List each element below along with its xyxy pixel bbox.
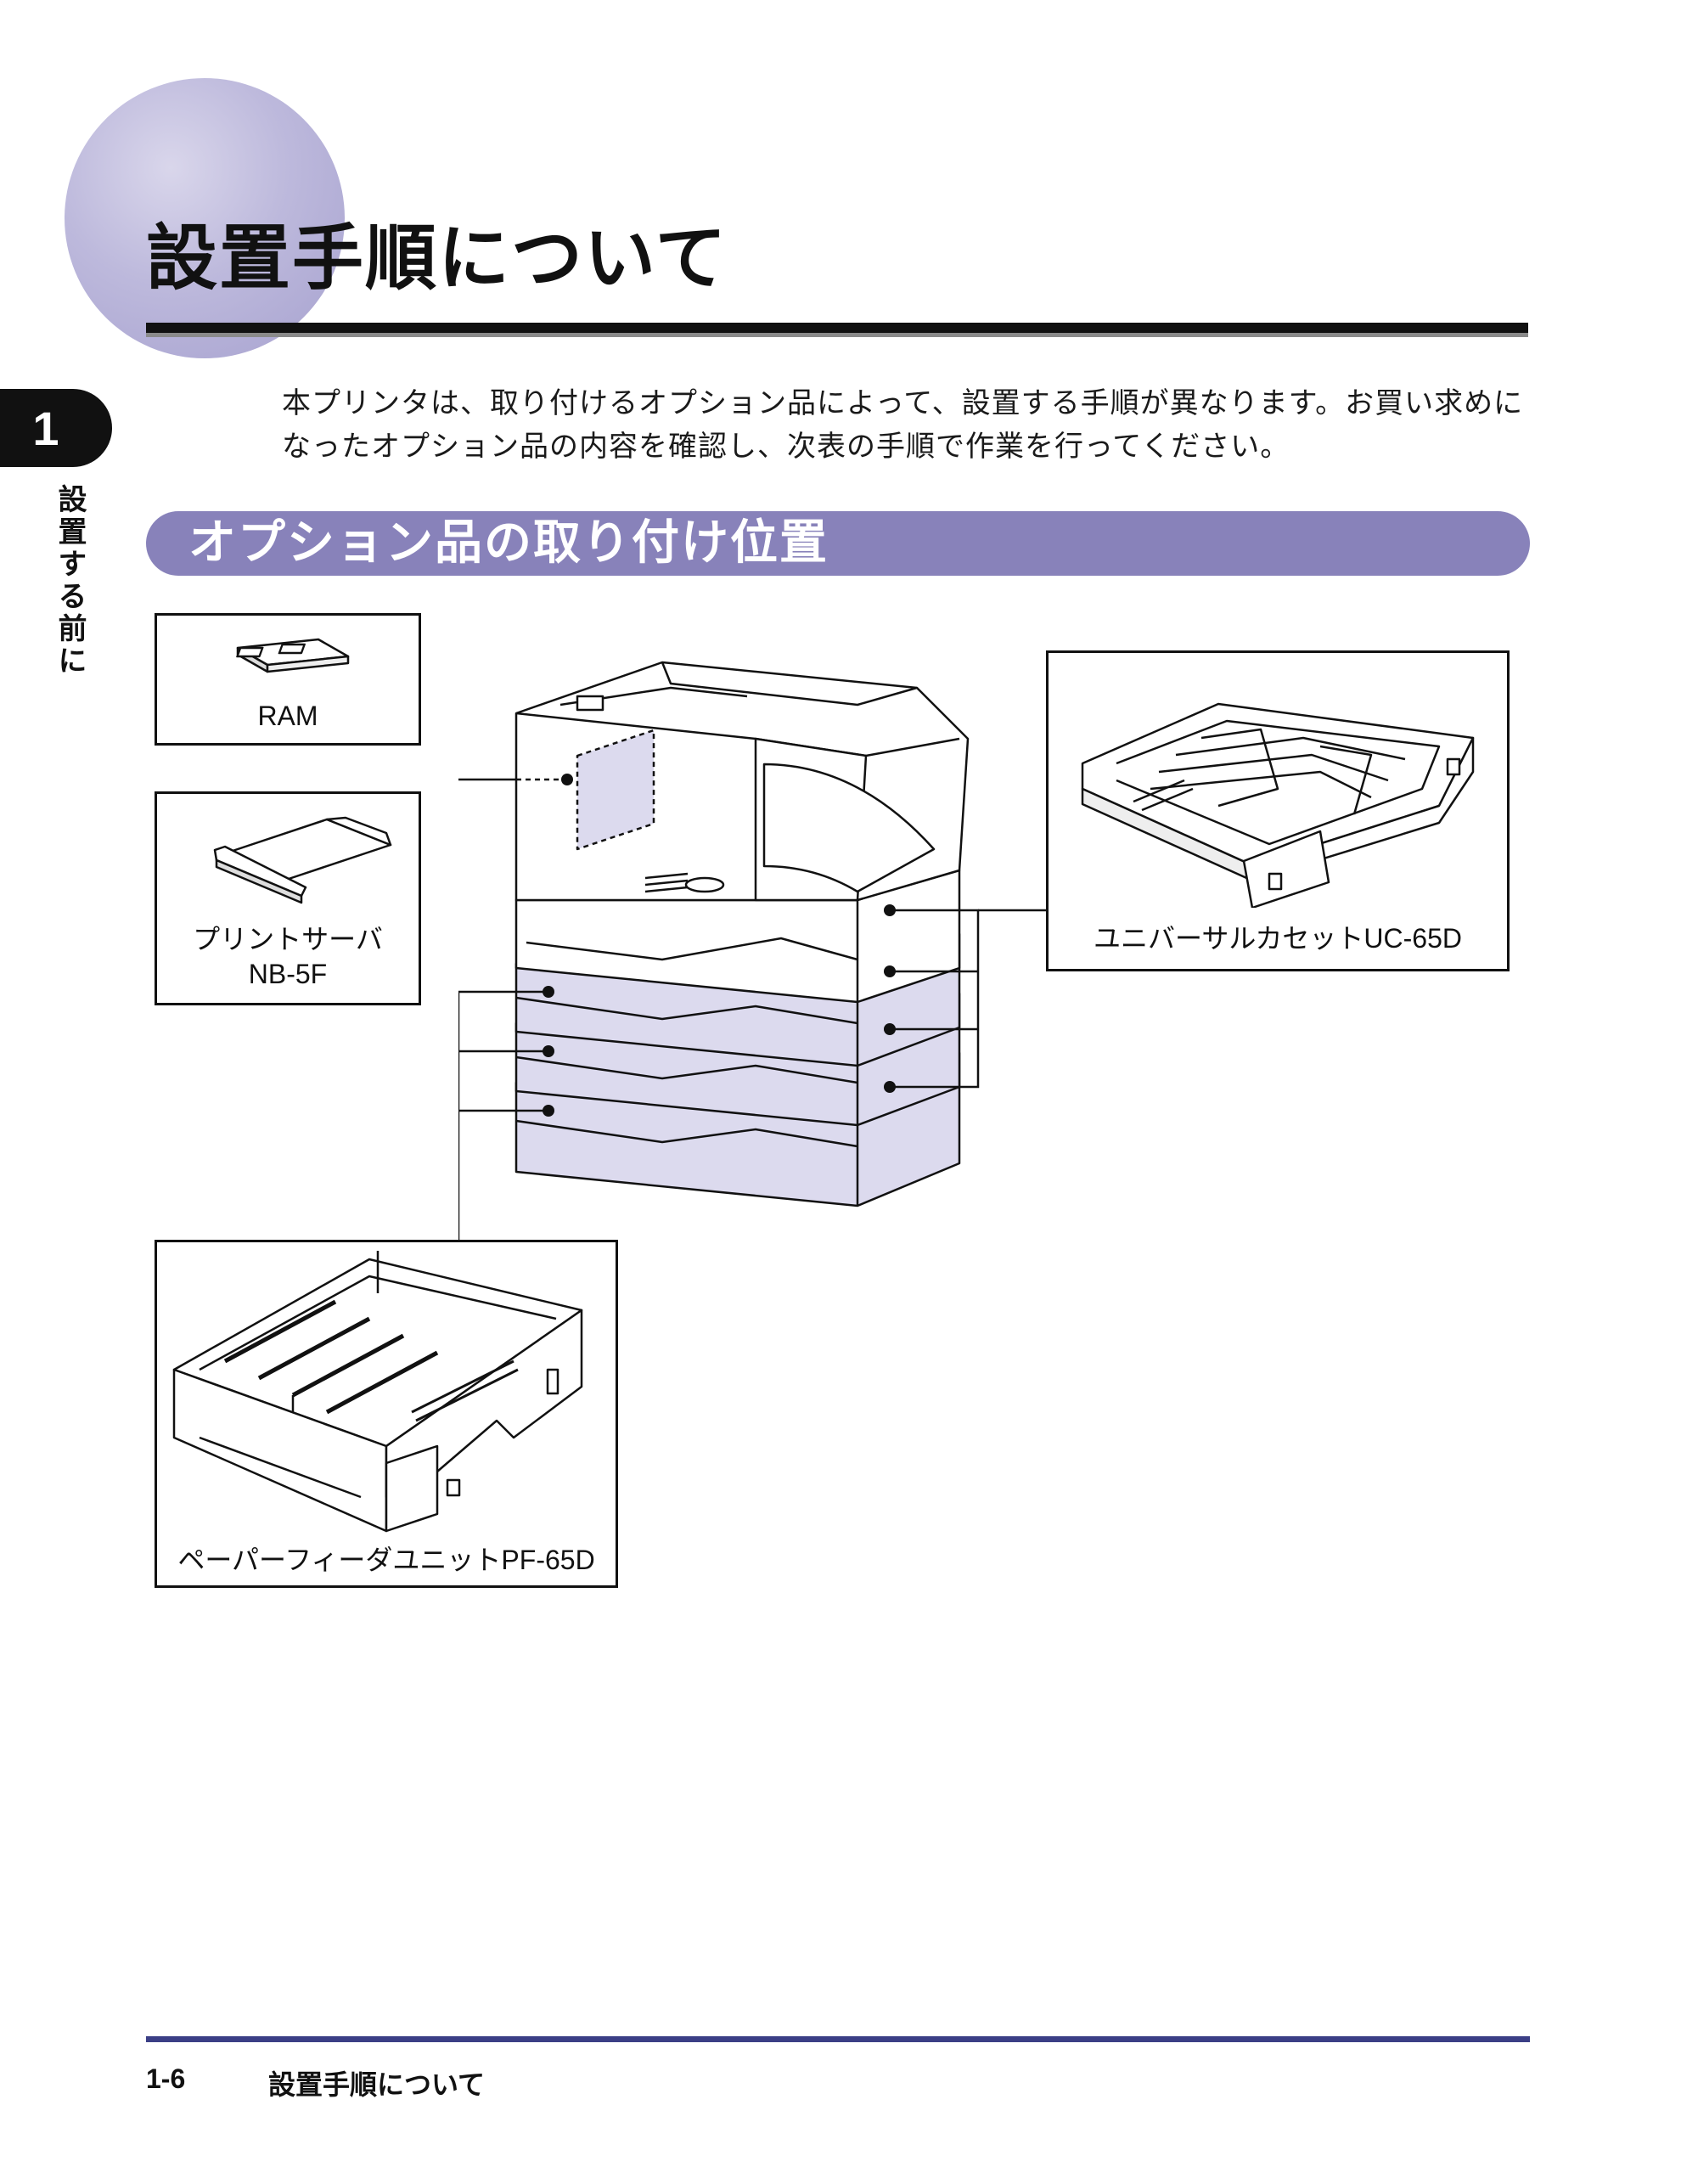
title-rule-shadow [146, 333, 1528, 337]
connector-dots [543, 774, 896, 1117]
intro-paragraph: 本プリンタは、取り付けるオプション品によって、設置する手順が異なります。お買い求… [282, 386, 1524, 464]
printer-stack-illustration [458, 661, 1046, 1240]
ram-module-illustration [236, 638, 350, 673]
leader-lines [458, 778, 1046, 1240]
section-header-bar [146, 511, 1530, 576]
printer-body [514, 661, 970, 902]
cassette-illustration [1081, 702, 1475, 908]
print-server-label-line2: NB-5F [248, 959, 328, 990]
paper-feeder-option-box: ペーパーフィーダユニットPF-65D [155, 1240, 618, 1588]
ram-option-box: RAM [155, 613, 421, 746]
paper-feeder-illustration [172, 1251, 583, 1533]
chapter-side-title: 設置する前に [53, 484, 87, 678]
chapter-tab: 1 [0, 389, 112, 467]
footer-title: 設置手順について [268, 2069, 486, 2101]
print-server-option-box: プリントサーバ NB-5F [155, 791, 421, 1005]
decorative-circle [65, 78, 345, 358]
universal-cassette-option-box: ユニバーサルカセットUC-65D [1046, 650, 1510, 971]
paper-feeder-label: ペーパーフィーダユニットPF-65D [177, 1545, 595, 1576]
page-number: 1-6 [146, 2063, 186, 2094]
footer-rule [146, 2036, 1530, 2042]
title-rule [146, 323, 1528, 333]
print-server-label: プリントサーバ NB-5F [157, 922, 419, 993]
print-server-card-illustration [213, 816, 392, 904]
ram-label: RAM [257, 701, 318, 732]
print-server-label-line1: プリントサーバ [193, 923, 383, 954]
printer-base-drawer [514, 869, 961, 1004]
section-title: オプション品の取り付け位置 [188, 515, 829, 571]
universal-cassette-label: ユニバーサルカセットUC-65D [1094, 923, 1462, 954]
option-slot-area [576, 729, 655, 851]
page-title: 設置手順について [146, 217, 728, 300]
